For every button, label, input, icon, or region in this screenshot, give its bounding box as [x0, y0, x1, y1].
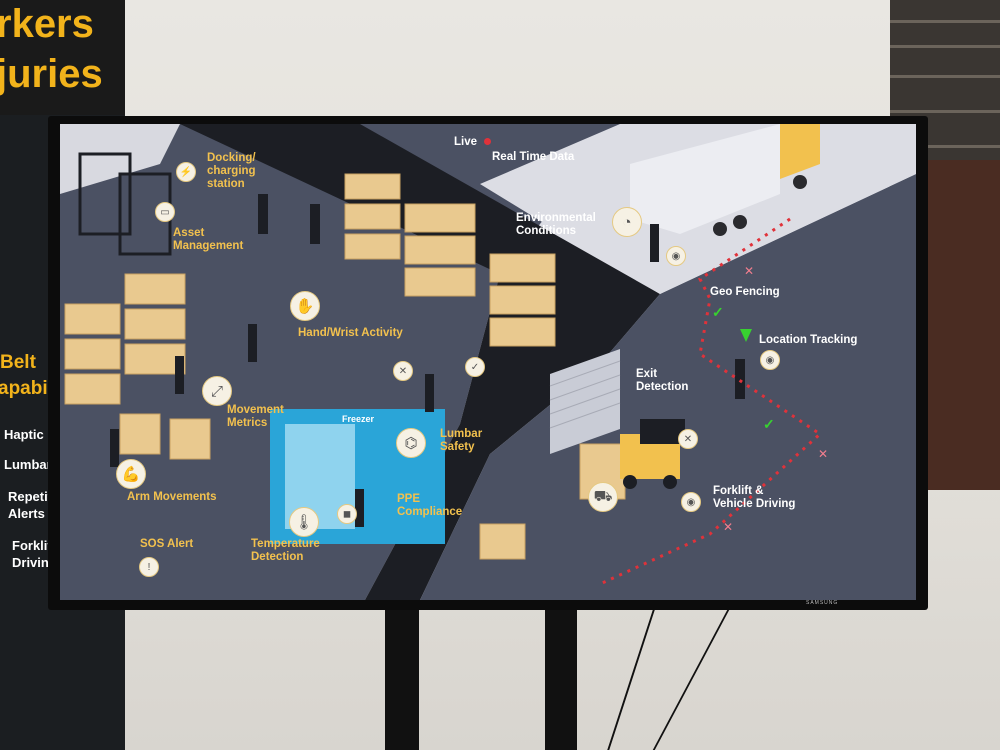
- shelving-racks: [64, 173, 626, 560]
- forklift: [620, 419, 685, 489]
- temperature-detection-label: Detection: [251, 551, 304, 563]
- poster-list-item: Driving: [12, 555, 57, 570]
- poster-list-item: Forklift: [12, 538, 57, 553]
- exit-detection-label: Detection: [636, 381, 689, 393]
- docking-label: charging: [207, 165, 256, 177]
- sos-alert-label: SOS Alert: [140, 538, 194, 550]
- tv-stand-leg-left: [385, 608, 419, 750]
- cross-icon: ✕: [818, 447, 829, 461]
- floor-right: [420, 174, 916, 600]
- lumbar-safety-label: Lumbar: [440, 428, 483, 440]
- cross-icon: ✕: [744, 264, 755, 278]
- exit-detection-label: Exit: [636, 368, 658, 380]
- geo-fencing-label: Geo Fencing: [710, 286, 780, 298]
- truck-trailer: [630, 124, 780, 234]
- ppe-compliance-label: Compliance: [397, 506, 463, 518]
- location-pin-icon: ◉: [666, 246, 686, 266]
- environmental-conditions-label: Conditions: [516, 225, 577, 237]
- check-icon: ✓: [465, 357, 485, 377]
- tv-brand-logo: SAMSUNG: [806, 600, 839, 606]
- arm-icon: 💪: [116, 459, 146, 489]
- sos-icon: !: [139, 557, 159, 577]
- location-tracking-label: Location Tracking: [759, 334, 858, 346]
- movement-metrics-label: Metrics: [227, 417, 268, 429]
- arrows-icon: ⤢: [202, 376, 232, 406]
- check-icon: ✓: [763, 416, 775, 432]
- poster-headline-line2: juries: [0, 52, 103, 96]
- arm-movements-label: Arm Movements: [127, 491, 217, 503]
- realtime-data-label: Real Time Data: [492, 151, 575, 163]
- poster-subhead-line1: Belt: [0, 352, 36, 373]
- asset-management-label: Management: [173, 240, 244, 252]
- poster-list-item: Alerts: [8, 506, 45, 521]
- forklift-driving-label: Vehicle Driving: [713, 498, 796, 510]
- location-pin-icon: ◉: [681, 492, 701, 512]
- thermometer-icon: 🌡: [289, 507, 319, 537]
- tv-stand-leg-right: [545, 608, 577, 750]
- poster-list-item: Lumbar: [4, 457, 52, 472]
- poster-subhead-line2: apabi: [0, 378, 48, 399]
- ppe-compliance-label: PPE: [397, 493, 421, 505]
- cross-icon: ✕: [678, 429, 698, 449]
- asset-management-label: Asset: [173, 227, 205, 239]
- poster-list-item: Repetiti: [8, 489, 56, 504]
- movement-metrics-label: Movement: [227, 404, 284, 416]
- lumbar-icon: ⌬: [396, 428, 426, 458]
- truck-cab: [780, 124, 820, 179]
- temperature-detection-label: Temperature: [251, 538, 320, 550]
- check-icon: ✓: [712, 304, 724, 320]
- cross-icon: ✕: [723, 520, 734, 534]
- tablet-icon: ▭: [155, 202, 175, 222]
- geofence-boundary: [599, 217, 823, 586]
- location-pin-icon: ◉: [760, 350, 780, 370]
- cross-icon: ✕: [393, 361, 413, 381]
- hand-wrist-label: Hand/Wrist Activity: [298, 327, 403, 339]
- live-label: Live: [454, 136, 478, 148]
- freezer-sign: Freezer: [342, 414, 375, 424]
- docking-label: Docking/: [207, 152, 256, 164]
- environmental-conditions-label: Environmental: [516, 212, 596, 224]
- poster-list-item: Haptic F: [4, 427, 56, 442]
- location-marker: [740, 329, 752, 342]
- workers: [110, 194, 745, 527]
- hand-icon: ✋: [290, 291, 320, 321]
- divider-wall: [180, 124, 660, 600]
- warehouse-illustration: [60, 124, 916, 600]
- lumbar-safety-label: Safety: [440, 441, 475, 453]
- forklift-icon: ⛟: [588, 482, 618, 512]
- poster-headline-line1: rkers: [0, 2, 94, 46]
- live-indicator-dot: [484, 138, 491, 145]
- tv-screen: Live Real Time Data Docking/ charging st…: [60, 124, 916, 600]
- charger-icon: ⚡: [176, 162, 196, 182]
- forklift-driving-label: Forklift &: [713, 485, 764, 497]
- docking-label: station: [207, 178, 245, 190]
- wearable-icon: ◼: [337, 504, 357, 524]
- gauge-icon: ◔: [612, 207, 642, 237]
